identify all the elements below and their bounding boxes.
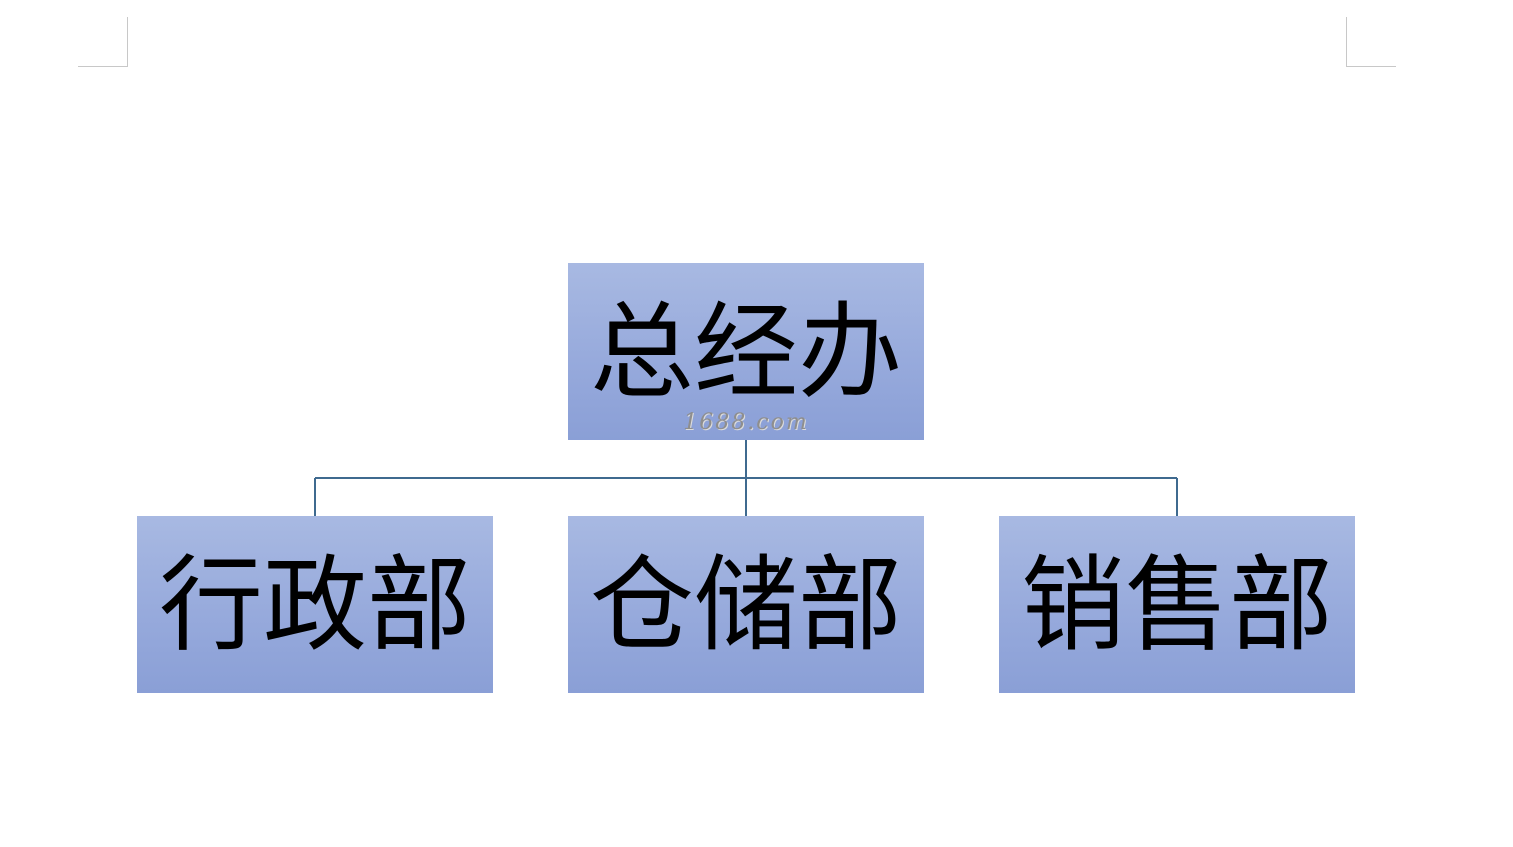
node-warehouse[interactable]: 仓储部: [568, 516, 924, 693]
watermark-text: 1688.com: [683, 410, 809, 435]
node-label: 销售部: [1020, 543, 1333, 666]
node-label: 仓储部: [589, 543, 902, 666]
node-administration[interactable]: 行政部: [137, 516, 493, 693]
crop-mark-top-right: [1346, 17, 1396, 67]
node-label: 总经办: [589, 290, 902, 413]
node-sales[interactable]: 销售部: [999, 516, 1355, 693]
node-general-office[interactable]: 总经办: [568, 263, 924, 440]
node-label: 行政部: [158, 543, 471, 666]
crop-mark-top-left: [78, 17, 128, 67]
